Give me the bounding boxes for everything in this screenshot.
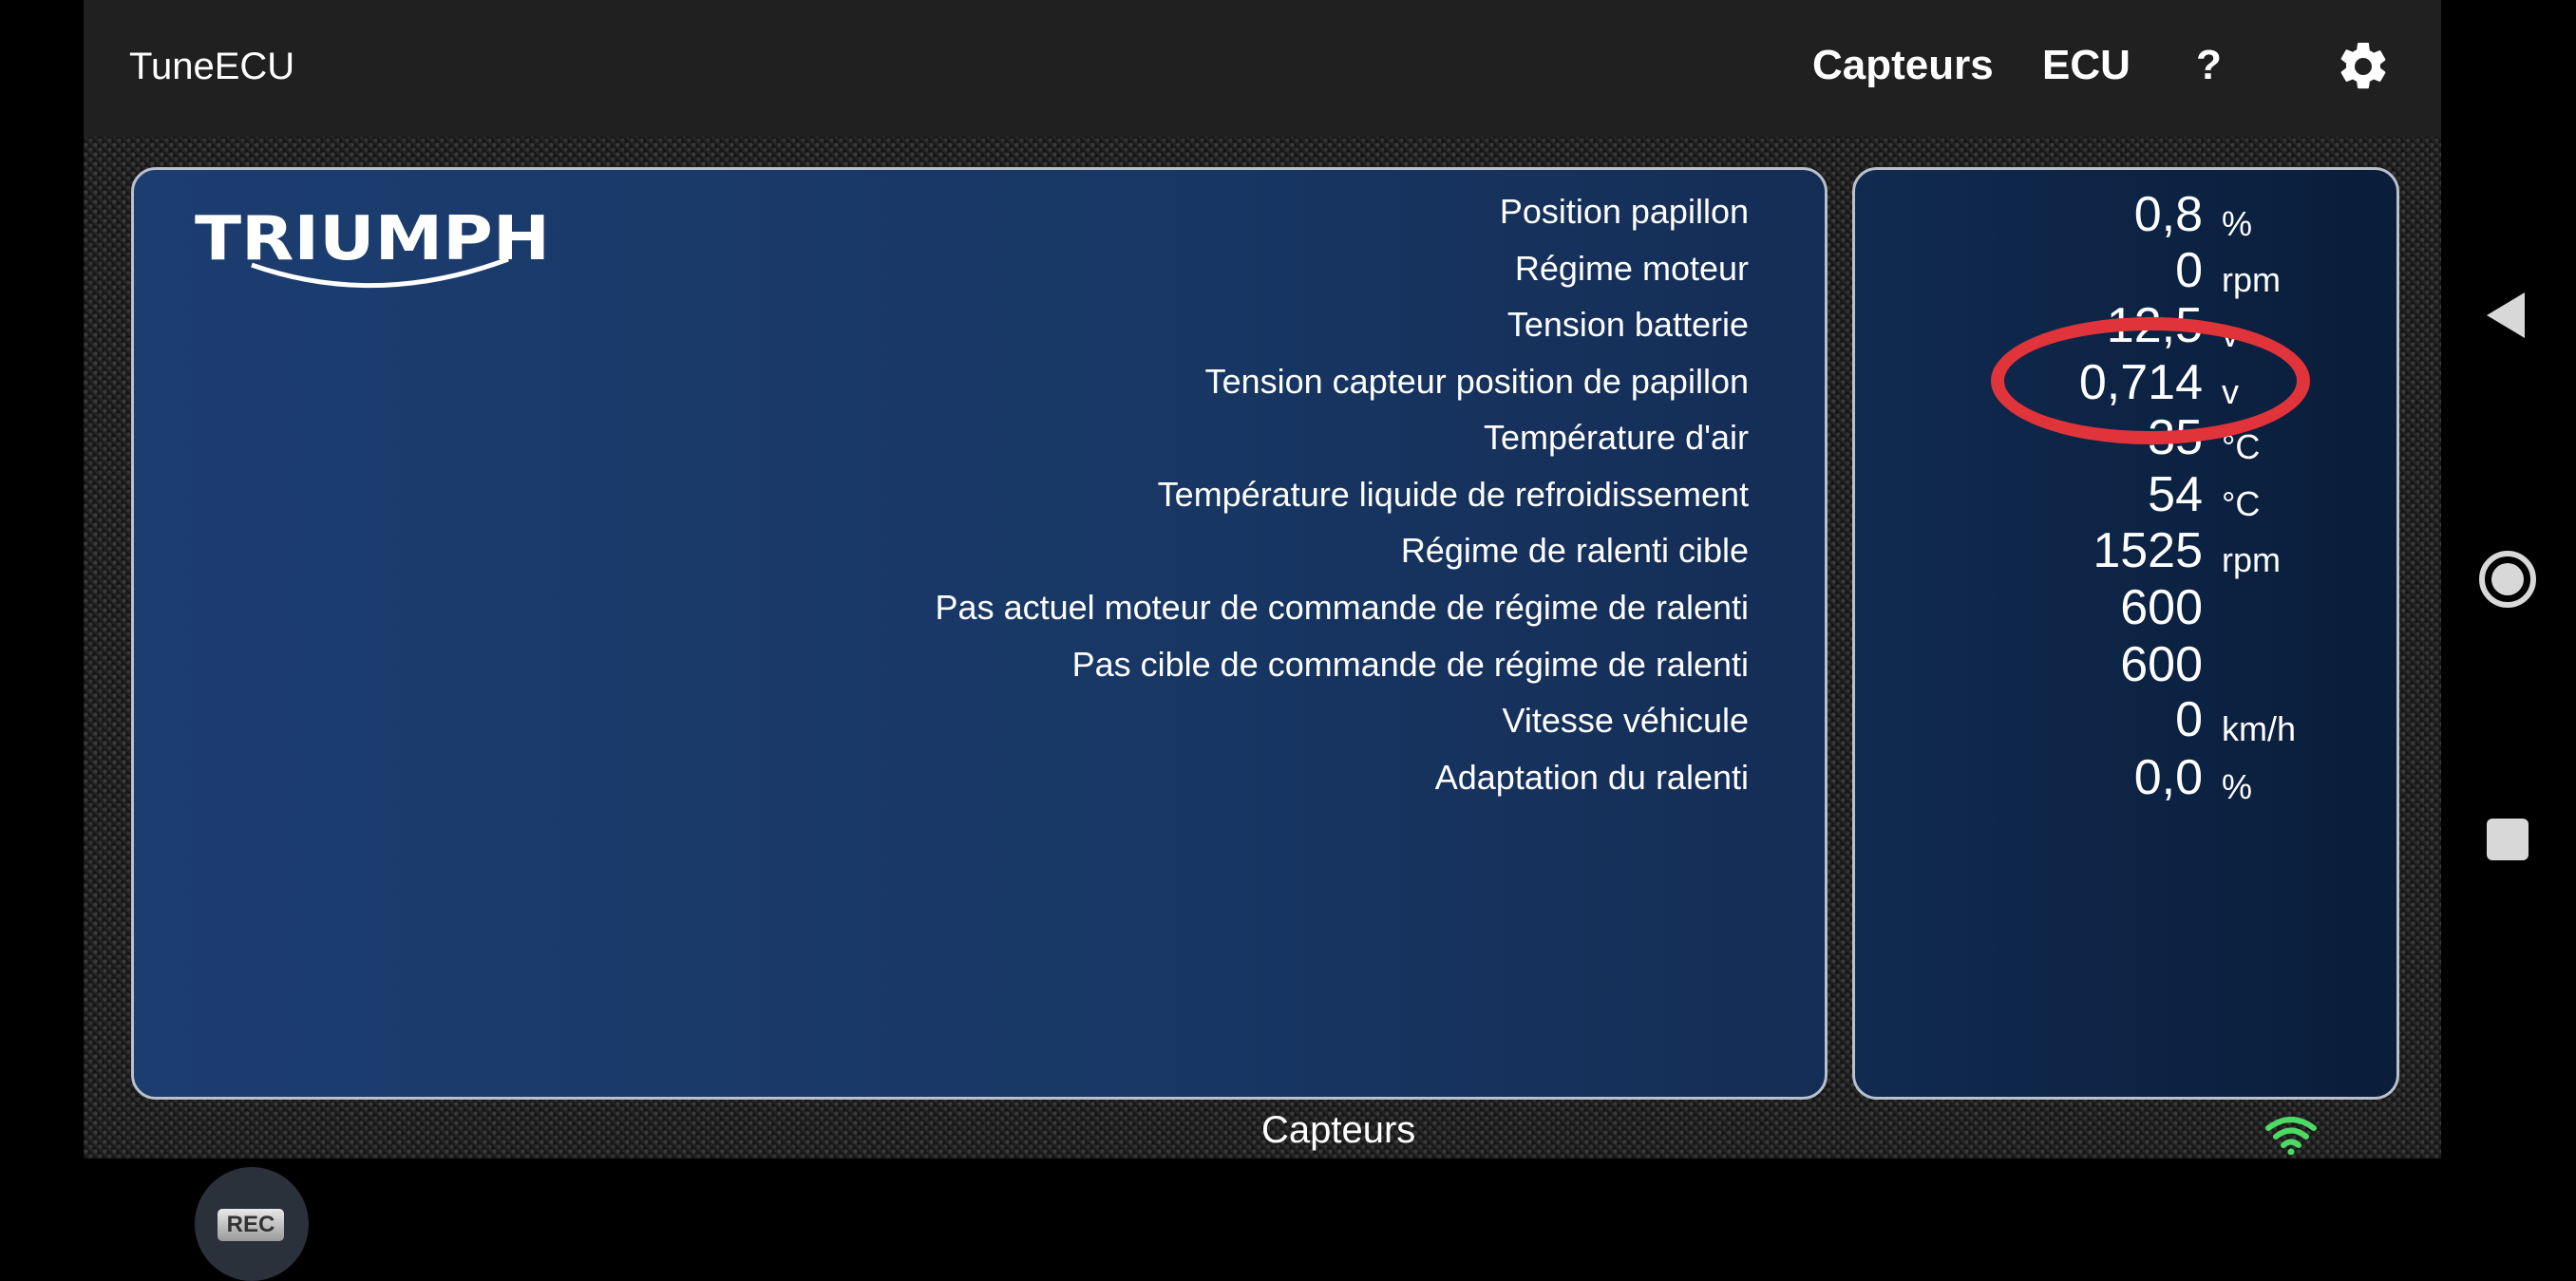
rec-label: REC [218, 1209, 284, 1241]
sensor-label-engine-speed: Régime moteur [1514, 249, 1749, 288]
app-bar: TuneECU Capteurs ECU ? [84, 0, 2441, 137]
tab-capteurs[interactable]: Capteurs [1812, 42, 1994, 88]
recents-square-icon[interactable] [2477, 809, 2538, 870]
app-window: TuneECU Capteurs ECU ? TRIUMPH Position … [84, 0, 2441, 1281]
sensor-label-vehicle-speed: Vitesse véhicule [1502, 701, 1750, 740]
sensor-unit-vehicle-speed: km/h [2222, 709, 2297, 748]
sensor-label-target-idle-speed: Régime de ralenti cible [1400, 531, 1749, 570]
sensor-unit-engine-speed: rpm [2222, 260, 2281, 299]
system-nav-bar [2441, 0, 2576, 1159]
sensor-value-idle-stepper-target: 600 [2120, 637, 2203, 692]
sensor-label-air-temperature: Température d'air [1484, 418, 1749, 457]
sensor-value-coolant-temperature: 54 [2148, 467, 2203, 522]
app-title: TuneECU [129, 46, 295, 87]
footer-title: Capteurs [1261, 1109, 1416, 1151]
sensor-label-coolant-temperature: Température liquide de refroidissement [1157, 475, 1749, 514]
tab-ecu[interactable]: ECU [2042, 42, 2131, 88]
sensor-value-target-idle-speed: 1525 [2093, 523, 2203, 578]
sensor-label-throttle-position: Position papillon [1499, 192, 1749, 231]
triumph-logo: TRIUMPH [195, 204, 550, 289]
sensor-unit-throttle-position: % [2222, 204, 2253, 243]
highlight-ring-annotation [1991, 317, 2310, 444]
sensor-value-throttle-position: 0,8 [2133, 187, 2203, 242]
sensor-unit-coolant-temperature: °C [2222, 484, 2261, 523]
sensor-labels-panel: TRIUMPH Position papillon Régime moteur … [131, 167, 1828, 1281]
logo-text: TRIUMPH [195, 204, 550, 274]
sensor-unit-idle-adaptation: % [2222, 767, 2253, 806]
wifi-icon [2265, 1117, 2317, 1155]
back-triangle-icon[interactable] [2477, 285, 2538, 346]
sensor-values-panel: 0,8 % 0 rpm 12,5 v 0,714 v 35 °C 54 °C 1… [1852, 167, 2399, 1100]
gear-icon[interactable] [2335, 38, 2392, 95]
sensor-label-idle-adaptation: Adaptation du ralenti [1434, 758, 1749, 797]
sensor-label-idle-stepper-target: Pas cible de commande de régime de ralen… [1071, 645, 1749, 684]
sensor-label-idle-stepper-actual: Pas actuel moteur de commande de régime … [935, 588, 1749, 627]
help-button[interactable]: ? [2196, 42, 2222, 88]
record-button[interactable]: REC [195, 1167, 309, 1281]
sensor-value-idle-stepper-actual: 600 [2120, 580, 2203, 635]
sensor-value-vehicle-speed: 0 [2175, 692, 2203, 747]
sensor-value-idle-adaptation: 0,0 [2133, 750, 2203, 805]
sensor-unit-target-idle-speed: rpm [2222, 540, 2281, 579]
sensor-value-engine-speed: 0 [2175, 243, 2203, 298]
sensor-label-tps-voltage: Tension capteur position de papillon [1204, 362, 1749, 401]
sensor-label-battery-voltage: Tension batterie [1506, 305, 1749, 344]
home-circle-icon[interactable] [2477, 549, 2538, 610]
